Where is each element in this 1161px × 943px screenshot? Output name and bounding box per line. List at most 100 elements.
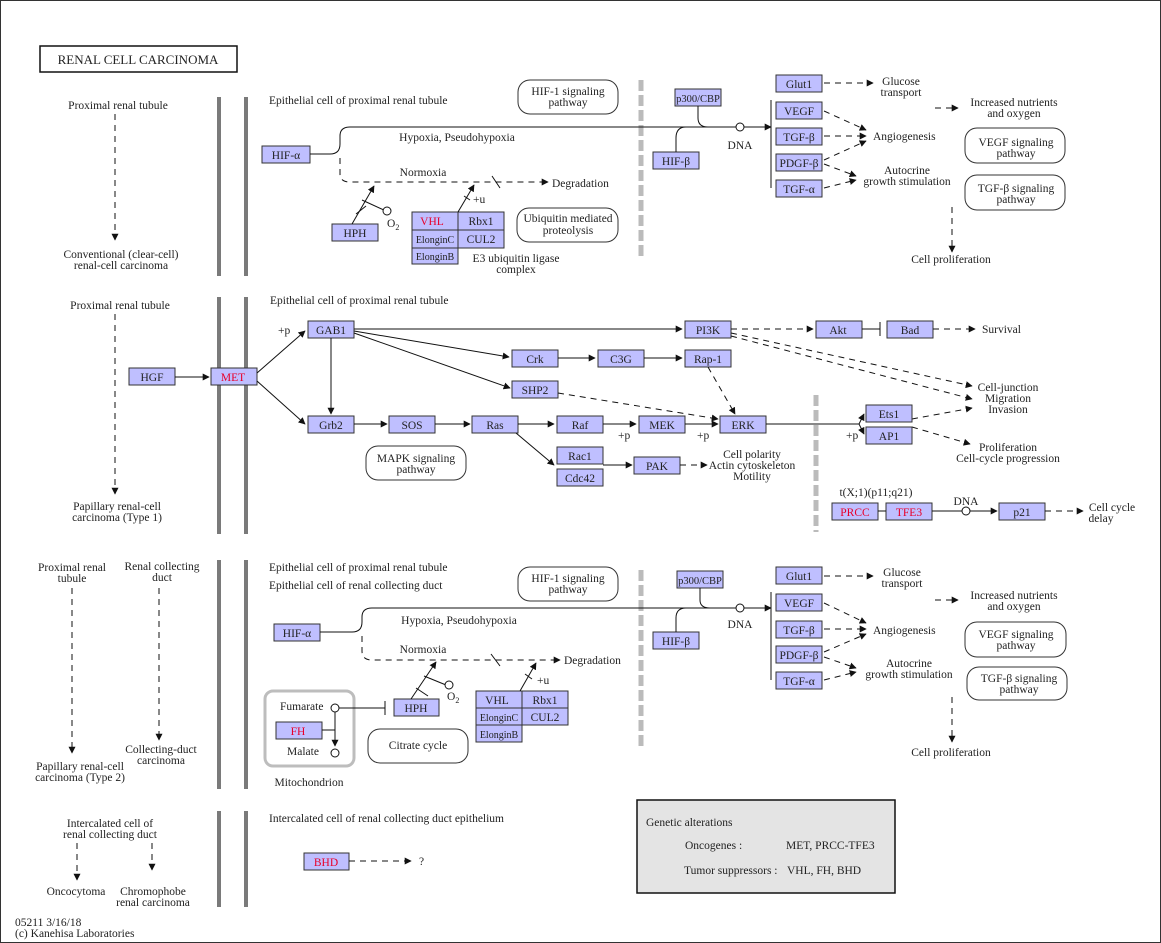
- angiogenesis-text-2: Angiogenesis: [873, 625, 936, 637]
- elonginb-label-1: ElonginB: [416, 252, 455, 263]
- glucose-text-2a: Glucose: [883, 567, 921, 579]
- legend-box: [636, 799, 896, 894]
- tgfb-label-2: TGF-β: [783, 625, 815, 637]
- cul2-node-1[interactable]: [457, 229, 505, 249]
- vegf-signaling-box-1[interactable]: [964, 127, 1066, 164]
- junction-text-3: Invasion: [988, 404, 1028, 416]
- rac1-node[interactable]: [556, 446, 604, 465]
- ets1-label: Ets1: [879, 409, 900, 421]
- polarity-text-1: Cell polarity: [723, 449, 781, 461]
- proliferation-text-1: Proliferation: [979, 442, 1037, 454]
- vhl-complex-2[interactable]: VHL Rbx1 ElonginC CUL2 ElonginB: [475, 690, 569, 743]
- ap1-node[interactable]: [865, 426, 913, 445]
- fumarate-node: [330, 703, 340, 713]
- citrate-cycle-text: Citrate cycle: [389, 740, 447, 752]
- hgf-label: HGF: [140, 372, 163, 384]
- citrate-cycle-box[interactable]: [367, 728, 469, 764]
- ets1-node[interactable]: [865, 404, 913, 423]
- pdgfb-node-1[interactable]: [775, 153, 823, 172]
- mek-label: MEK: [649, 420, 675, 432]
- tgfb-node-2[interactable]: [775, 620, 823, 639]
- cul2-node-2[interactable]: [521, 707, 569, 726]
- e3-ligase-label-2: complex: [496, 264, 536, 276]
- hph-label-2: HPH: [404, 703, 427, 715]
- unknown-outcome-label: ?: [419, 856, 424, 868]
- dna-node-3: [735, 603, 745, 613]
- hypoxia-label: Hypoxia, Pseudohypoxia: [399, 132, 515, 144]
- translocation-label: t(X;1)(p11;q21): [839, 487, 912, 499]
- nuclear-membranes: [638, 80, 819, 748]
- cul2-label-2: CUL2: [531, 712, 560, 724]
- hph-node-2[interactable]: [393, 698, 440, 717]
- title-box: [39, 45, 238, 73]
- glut1-node-1[interactable]: [775, 74, 823, 93]
- fumarate-label: Fumarate: [280, 701, 323, 713]
- section3-label-b: Epithelial cell of renal collecting duct: [269, 580, 443, 592]
- proximal-tubule-label-1: Proximal renal tubule: [68, 100, 168, 112]
- footer-copyright: (c) Kanehisa Laboratories: [15, 928, 135, 940]
- glut1-label-1: Glut1: [786, 79, 812, 91]
- tgfb-signaling-text-2b: pathway: [1000, 684, 1039, 696]
- vegf-node-1[interactable]: [775, 101, 823, 120]
- elonginb-node-1[interactable]: [411, 247, 459, 265]
- cell-proliferation-text-1: Cell proliferation: [911, 254, 991, 266]
- crk-label: Crk: [526, 354, 544, 366]
- tgfa-node-1[interactable]: [775, 179, 823, 198]
- mapk-signaling-box[interactable]: [365, 445, 467, 481]
- clear-cell-label-2: renal-cell carcinoma: [74, 260, 168, 272]
- shp2-node[interactable]: [511, 380, 559, 399]
- section2-label: Epithelial cell of proximal renal tubule: [270, 295, 449, 307]
- cdc42-node[interactable]: [556, 468, 604, 487]
- p300-cbp-label: p300/CBP: [676, 94, 720, 105]
- tgfb-node-1[interactable]: [775, 127, 823, 146]
- hif-beta-label-2: HIF-β: [662, 636, 690, 648]
- malate-node: [330, 748, 340, 758]
- gab1-label: GAB1: [316, 325, 346, 337]
- vhl-complex-1[interactable]: VHL Rbx1 ElonginC CUL2 ElonginB: [411, 211, 505, 265]
- vegf-signaling-box-2[interactable]: [964, 621, 1067, 658]
- fh-label: FH: [291, 726, 306, 738]
- hif-beta-label: HIF-β: [662, 156, 690, 168]
- section2-met-pathway: HGF MET +p GAB1 Grb2 SOS Ras Raf +p MEK …: [128, 320, 1135, 525]
- glucose-text-1: Glucose: [882, 76, 920, 88]
- chromophobe-label-2: renal carcinoma: [116, 897, 190, 909]
- pi3k-label: PI3K: [696, 325, 721, 337]
- hif1-signaling-pathway-box-2[interactable]: [517, 566, 619, 602]
- phosphorylation-label-4: +p: [846, 430, 858, 442]
- phosphorylation-label-1: +p: [278, 325, 290, 337]
- tgfb-signaling-box-1[interactable]: [964, 174, 1066, 211]
- mapk-text-2: pathway: [397, 464, 436, 476]
- hph-node[interactable]: [331, 223, 379, 242]
- elonginb-node-2[interactable]: [475, 724, 523, 743]
- hif1-pathway2-text-1: HIF-1 signaling: [531, 573, 604, 585]
- glut1-node-2[interactable]: [775, 566, 823, 585]
- section3-hif-pathway: HIF-1 signaling pathway HIF-α p300/CBP H…: [263, 566, 1068, 789]
- oncocytoma-label: Oncocytoma: [47, 886, 106, 898]
- c3g-label: C3G: [610, 354, 632, 366]
- tgfb-signaling-text-1: TGF-β signaling: [978, 183, 1055, 195]
- papillary-type1-label-2: carcinoma (Type 1): [72, 512, 162, 524]
- nutrients-text-1: Increased nutrients: [970, 97, 1058, 109]
- met-node[interactable]: [210, 367, 258, 386]
- ubiquitin-proteolysis-box[interactable]: [516, 207, 619, 243]
- tgfb-signaling-box-2[interactable]: [966, 666, 1068, 701]
- papillary-type1-label-1: Papillary renal-cell: [73, 501, 161, 513]
- nutrients-text-2: and oxygen: [987, 108, 1041, 120]
- hif1-pathway2-text-2: pathway: [549, 584, 588, 596]
- e3-ligase-label-1: E3 ubiquitin ligase: [473, 253, 560, 265]
- section4-label: Intercalated cell of renal collecting du…: [269, 813, 504, 825]
- degradation-label-2: Degradation: [564, 655, 621, 667]
- vegf-node-2[interactable]: [775, 593, 823, 612]
- hif1-pathway-text-2: pathway: [549, 97, 588, 109]
- clear-cell-label-1: Conventional (clear-cell): [63, 249, 178, 261]
- tgfa-node-2[interactable]: [775, 671, 823, 690]
- oxygen-node-2: [444, 680, 454, 690]
- cell-cycle-delay-text-2: delay: [1089, 513, 1114, 525]
- footer-id-date: 05211 3/16/18: [15, 917, 82, 929]
- hif1-signaling-pathway-box[interactable]: [517, 79, 619, 115]
- dna-label-2: DNA: [954, 496, 980, 508]
- tgfa-label-1: TGF-α: [783, 184, 815, 196]
- tfe3-label: TFE3: [896, 507, 922, 519]
- tgfa-label-2: TGF-α: [783, 676, 815, 688]
- pdgfb-node-2[interactable]: [775, 645, 823, 664]
